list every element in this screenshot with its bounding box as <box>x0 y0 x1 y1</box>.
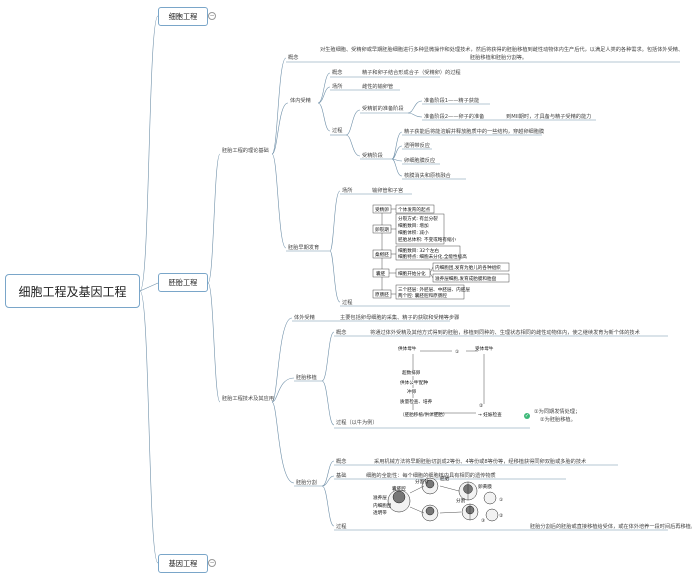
fig-stage-blastocyst: 囊胚 <box>376 270 386 277</box>
node-fert-concept[interactable]: 概念 <box>332 68 342 76</box>
fig-split: 分割 <box>456 497 466 504</box>
reaction-membrane[interactable]: 卵细胞膜反应 <box>404 156 435 164</box>
fig-blastocyst-2: 滋养层细胞,发育成胎膜和胎盘 <box>435 275 497 282</box>
fig-blastocyst-1: 内细胞团,发育为胎儿的各种组织 <box>435 264 501 271</box>
collapse-toggle-icon[interactable]: − <box>208 12 216 20</box>
fig-superovulation: 超数排卵 <box>402 369 421 376</box>
split-concept-text: 采用机械方法将早期胚胎切割成2等份、4等份或8等份等，经移植获得同卵双胎或多胎的… <box>374 457 586 465</box>
transfer-note-2: ②为胚胎移植。 <box>540 415 576 423</box>
check-icon: ✓ <box>524 413 530 419</box>
fig-stage-cleavage: 卵裂期 <box>375 226 389 233</box>
node-prep[interactable]: 受精前的准备阶段 <box>362 104 404 112</box>
node-dev-site[interactable]: 场所 <box>342 186 352 194</box>
fig-circle-3: ③ <box>481 518 485 524</box>
node-ivf[interactable]: 体外受精 <box>294 313 315 321</box>
node-technique[interactable]: 胚胎工程技术及其应用 <box>222 394 274 402</box>
node-dev-process[interactable]: 过程 <box>342 298 352 306</box>
fig-morula-2: 细胞特点: 细胞未分化,全能性极高 <box>398 253 467 260</box>
branch-cell-label: 细胞工程 <box>168 11 198 21</box>
node-transfer[interactable]: 胚胎移植 <box>296 373 317 381</box>
fig-pregnancy: → 妊娠检查 <box>478 411 502 418</box>
reaction-fusion[interactable]: 核膜消失和原核融合 <box>404 171 452 179</box>
connector-lines <box>139 15 680 564</box>
node-concept[interactable]: 概念 <box>288 53 298 61</box>
fig-bull: 供体公牛 <box>400 379 419 386</box>
fig-collect: 冲卵 <box>407 388 417 395</box>
node-split-concept[interactable]: 概念 <box>336 457 346 465</box>
fig-check: 质量检查、培养 <box>400 398 433 405</box>
node-split-basis[interactable]: 基础 <box>336 471 346 479</box>
node-transfer-process[interactable]: 过程（以牛为例） <box>336 418 378 426</box>
branch-cell-engineering[interactable]: 细胞工程 <box>158 7 208 26</box>
transfer-concept-text: 将通过体外受精及其他方式得到的胚胎，移植到同种的、生理状态相同的雌性动物体内，使… <box>370 328 640 336</box>
splitting-figure: 分割针 胚胎 囊胚腔 滋养层 内细胞团 透明带 卵黄膜 分割 ① ② ③ <box>368 475 516 524</box>
node-theory[interactable]: 胚胎工程的理论基础 <box>222 146 269 154</box>
concept-text-line2: 胚胎移植和胚胎分割等。 <box>470 53 527 61</box>
node-fert-process[interactable]: 过程 <box>332 126 342 134</box>
fig-mark1: ① <box>455 349 459 355</box>
split-process-text: 胚胎分割后的胚胎或直接移植给受体，或在体外培养一段时间后再移植。 <box>530 522 692 530</box>
stage-note: 精子获能后将能溶解并释放胞质中的一些结构，穿越卵细胞膜 <box>404 127 544 135</box>
branch-embryo-engineering[interactable]: 胚胎工程 <box>158 273 208 292</box>
node-stage[interactable]: 受精阶段 <box>362 151 383 159</box>
fig-recipient: 受体母牛 <box>475 345 494 352</box>
fig-blastocoel: 囊胚腔 <box>392 485 406 492</box>
reaction-zona[interactable]: 透明带反应 <box>404 141 430 149</box>
root-node[interactable]: 细胞工程及基因工程 <box>5 274 140 308</box>
fig-cleavage-1: 分裂方式: 有丝分裂 <box>398 215 438 222</box>
node-splitting[interactable]: 胚胎分割 <box>296 478 317 486</box>
node-split-process[interactable]: 过程 <box>336 522 346 530</box>
split-basis-text: 细胞的全能性：每个细胞的细胞核内具有相同的遗传物质 <box>366 471 496 479</box>
fig-trophoblast: 滋养层 <box>373 494 387 501</box>
fig-cleavage-2: 细胞数目: 增加 <box>398 222 429 229</box>
fig-morula-1: 细胞数目: 32个左右 <box>398 247 439 254</box>
node-transfer-concept[interactable]: 概念 <box>336 328 346 336</box>
fig-circle-1: ① <box>499 497 503 503</box>
fig-mark2: ② <box>479 403 483 409</box>
transfer-figure: 供体母牛 受体母牛 ① 超数排卵 供体公牛 配种 冲卵 质量检查、培养 （胚胎移… <box>393 340 519 422</box>
fig-circle-2: ② <box>499 513 503 519</box>
fig-blastocyst-split: 细胞开始分化 <box>398 270 426 277</box>
fert-site-text: 雌性的输卵管 <box>362 82 393 90</box>
fig-stage-gastrula: 原肠胚 <box>375 291 389 298</box>
collapse-toggle-icon[interactable]: − <box>208 559 216 567</box>
fig-needle: 分割针 <box>415 478 429 485</box>
node-fertilization[interactable]: 体内受精 <box>290 96 311 104</box>
prep2-note: 到MII期时，才具备与精子受精的能力 <box>506 112 591 120</box>
node-prep1[interactable]: 准备阶段1——精子获能 <box>424 96 479 104</box>
fig-cleavage-4: 胚胎总体积: 不变或略有缩小 <box>398 236 457 243</box>
root-label: 细胞工程及基因工程 <box>18 284 127 299</box>
fig-mating: 配种 <box>419 379 429 386</box>
ivf-text: 主要包括卵母细胞的采集、精子的获取和受精等步骤 <box>340 313 459 321</box>
fig-donor: 供体母牛 <box>398 345 417 352</box>
fig-gastrula-2: 两个腔: 囊胚腔和原肠腔 <box>398 292 447 299</box>
fig-stage-zygote: 受精卵 <box>375 206 389 213</box>
fig-early-embryo: 卵黄膜 <box>478 483 492 490</box>
development-figure: 受精卵 卵裂期 桑椹胚 囊胚 原肠胚 个体发育的起点 分裂方式: 有丝分裂 细胞… <box>370 201 510 301</box>
fig-stage-morula: 桑椹胚 <box>375 251 389 258</box>
fig-embryo: 胚胎 <box>440 475 450 482</box>
node-development[interactable]: 胚胎早期发育 <box>288 243 319 251</box>
node-fert-site[interactable]: 场所 <box>332 82 342 90</box>
transfer-note-1: ①为同期发情处理； <box>534 407 580 415</box>
fig-gastrula-1: 三个胚层: 外胚层、中胚层、内胚层 <box>398 286 470 293</box>
branch-gene-label: 基因工程 <box>168 558 198 568</box>
node-prep2[interactable]: 准备阶段2——卵子的准备 <box>424 112 485 120</box>
fig-zona: 透明带 <box>373 509 387 516</box>
concept-text-line1: 对生殖细胞、受精卵或早期胚胎细胞进行多种显微操作和处理技术，然后将获得的胚胎移植… <box>320 45 683 53</box>
fert-concept-text: 精子和卵子结合形成合子（受精卵）的过程 <box>362 68 461 76</box>
branch-gene-engineering[interactable]: 基因工程 <box>158 554 208 573</box>
fig-transfer: （胚胎移植/供体胚胎） <box>400 411 448 418</box>
fig-zygote-text: 个体发育的起点 <box>398 206 431 213</box>
dev-site-text: 输卵管和子宫 <box>372 186 403 194</box>
fig-cleavage-3: 细胞体积: 减小 <box>398 229 429 236</box>
fig-icm: 内细胞团 <box>373 502 392 509</box>
branch-embryo-label: 胚胎工程 <box>168 277 198 287</box>
